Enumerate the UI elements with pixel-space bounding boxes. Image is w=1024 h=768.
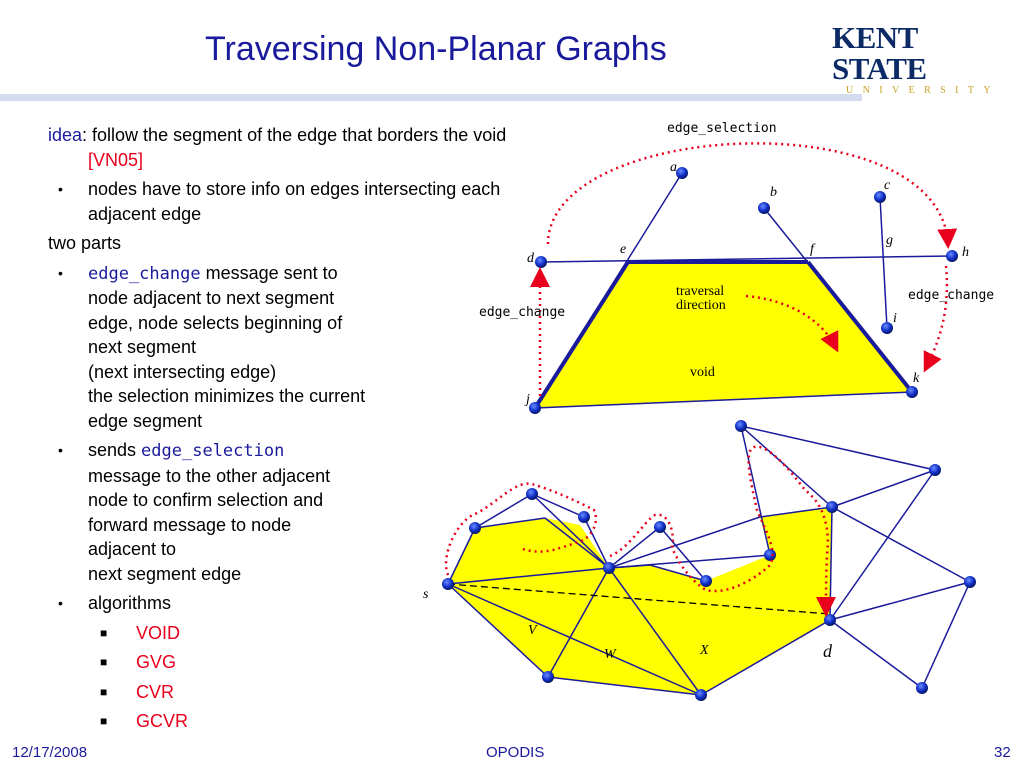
void-region	[535, 262, 912, 408]
edge-selection-label: edge_selection	[667, 121, 777, 136]
traversal-label-1: traversal	[676, 284, 724, 299]
node-j	[529, 402, 541, 414]
algo-item: ■ VOID	[48, 621, 538, 646]
label-s: s	[423, 587, 429, 602]
title-divider	[0, 94, 862, 101]
edge-selection-code: edge_selection	[141, 441, 285, 461]
edge-change-line3: edge, node selects beginning of	[88, 312, 343, 333]
algo-void: VOID	[136, 622, 181, 643]
top-nodes	[529, 167, 958, 414]
sends-line4: adjacent to	[88, 539, 177, 559]
square-bullet: ■	[100, 655, 108, 669]
label-f: f	[810, 242, 816, 257]
footer-date: 12/17/2008	[12, 744, 88, 761]
edge-change-line6: the selection minimizes the current	[88, 386, 366, 406]
algo-item: ■ CVR	[48, 680, 538, 705]
edge-change-line7: edge segment	[88, 410, 203, 431]
square-bullet: ■	[100, 714, 108, 728]
node-d	[535, 256, 547, 268]
node-b	[758, 202, 770, 214]
label-X: X	[699, 643, 709, 658]
node-c	[874, 191, 886, 203]
node-k	[906, 386, 918, 398]
edge-d-h	[540, 255, 953, 263]
top-diagram: edge_selection edge_change edge_change t…	[479, 121, 994, 414]
label-i: i	[893, 311, 897, 326]
edge-change-line5: (next intersecting edge)	[88, 361, 277, 382]
node-h	[946, 250, 958, 262]
edge-change-code: edge_change	[88, 263, 201, 284]
bullet-dot: •	[58, 181, 63, 197]
label-d: d	[527, 251, 535, 266]
label-W: W	[604, 647, 617, 662]
edge-change-right-arrow	[923, 265, 949, 373]
void-region-bottom	[448, 507, 832, 695]
label-g: g	[886, 233, 893, 248]
label-c: c	[884, 178, 891, 193]
idea-word: idea	[48, 125, 83, 145]
boundary-e-j	[533, 260, 630, 410]
algo-gcvr: GCVR	[136, 711, 189, 731]
traversal-label-2: direction	[676, 298, 726, 313]
traversal-direction-arrow	[745, 294, 839, 353]
boundary-f-k	[806, 260, 914, 394]
two-parts-heading: two parts	[48, 233, 122, 253]
slide-body: idea: follow the segment of the edge tha…	[48, 123, 538, 734]
node-a	[676, 167, 688, 179]
sends-line5: next segment edge	[88, 563, 242, 584]
label-b: b	[770, 185, 777, 200]
label-V: V	[528, 623, 538, 638]
footer-page-number: 32	[994, 744, 1011, 761]
algorithms-text: algorithms	[88, 593, 172, 613]
algo-item: ■ GCVR	[48, 709, 538, 734]
bullet-nodes-store: • nodes have to store info on edges inter…	[48, 177, 538, 226]
kent-state-logo: KENT STATE UNIVERSITY	[832, 22, 1010, 96]
edge-j-k	[534, 391, 913, 409]
edge-change-line4: next segment	[88, 337, 197, 357]
logo-line2: UNIVERSITY	[846, 85, 1000, 96]
slide-title: Traversing Non-Planar Graphs	[205, 30, 667, 68]
sends-word: sends	[88, 440, 142, 460]
bullet-nodes-store-text: nodes have to store info on edges inters…	[88, 179, 501, 224]
logo-line1: KENT STATE	[832, 20, 927, 86]
label-a: a	[670, 160, 677, 175]
edge-c-i	[879, 196, 888, 329]
edge-selection-arrow	[546, 142, 958, 249]
idea-text: : follow the segment of the edge that bo…	[82, 125, 507, 145]
algo-cvr: CVR	[136, 681, 175, 702]
sends-line3: forward message to node	[88, 514, 292, 535]
edge-change-line1: message sent to	[200, 262, 338, 283]
edge-change-left-label: edge_change	[479, 305, 565, 320]
idea-reference: [VN05]	[88, 149, 144, 170]
void-label: void	[690, 365, 715, 380]
label-d-bottom: d	[823, 641, 833, 661]
label-e: e	[620, 242, 626, 257]
dashed-route-s-d	[447, 583, 831, 615]
square-bullet: ■	[100, 684, 108, 699]
algo-gvg: GVG	[136, 652, 177, 672]
label-j: j	[524, 392, 530, 407]
idea-paragraph: idea: follow the segment of the edge tha…	[48, 123, 538, 172]
bottom-diagram: s V W X d	[423, 420, 976, 701]
bullet-algorithms: • algorithms	[48, 591, 538, 616]
edge-change-right-label: edge_change	[908, 288, 994, 303]
bullet-dot: •	[58, 442, 63, 458]
bullet-dot: •	[58, 595, 63, 611]
square-bullet: ■	[100, 625, 108, 640]
bullet-dot: •	[58, 264, 63, 281]
node-i	[881, 322, 893, 334]
algo-item: ■ GVG	[48, 650, 538, 675]
sends-line1: message to the other adjacent	[88, 465, 331, 486]
footer-venue: OPODIS	[486, 744, 545, 761]
bullet-edge-change: • edge_change message sent to node adjacen…	[48, 261, 538, 434]
label-h: h	[962, 245, 969, 260]
label-k: k	[913, 371, 920, 386]
traversal-route-bottom	[444, 445, 828, 612]
sends-line2: node to confirm selection and	[88, 490, 324, 510]
bottom-nodes	[442, 420, 976, 701]
edge-change-line2: node adjacent to next segment	[88, 288, 335, 308]
